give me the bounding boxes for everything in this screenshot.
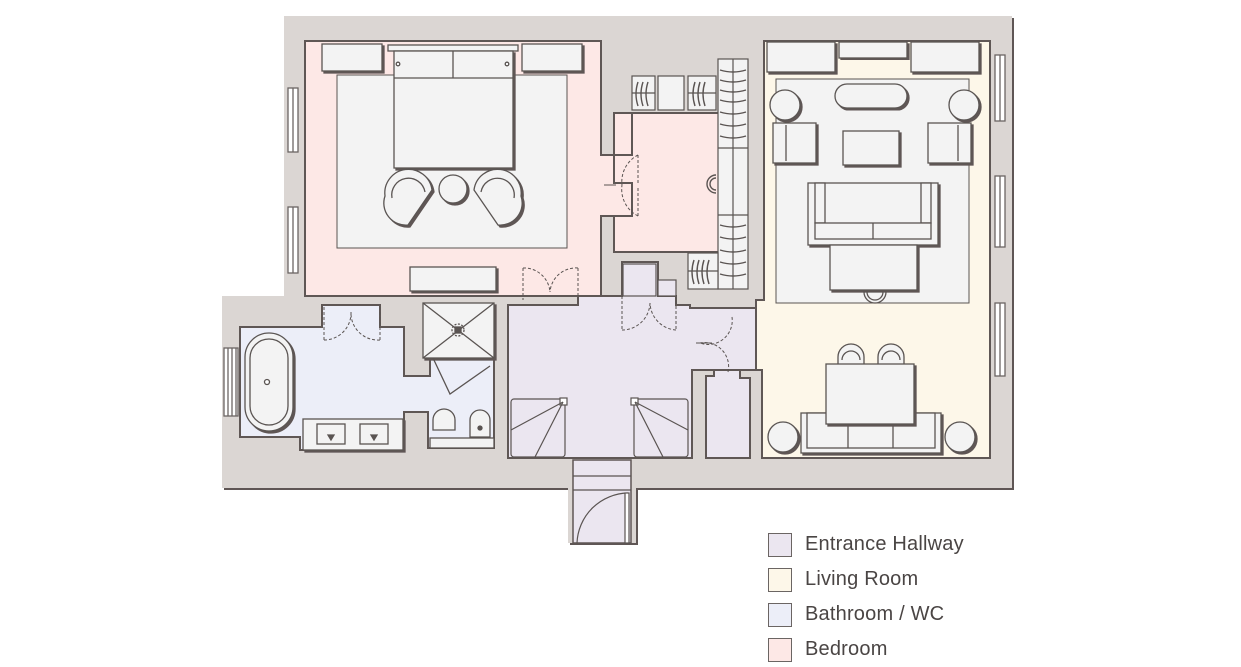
legend: Entrance Hallway Living Room Bathroom / … (768, 527, 964, 667)
side-table-left (769, 89, 801, 121)
headboard (387, 44, 519, 52)
sideboard-right (910, 41, 980, 73)
bidet (469, 409, 491, 438)
bedroom-hall-door (522, 267, 579, 300)
nightstand-left (321, 43, 383, 72)
bathroom-furniture (244, 302, 495, 451)
legend-item-bathroom: Bathroom / WC (768, 597, 964, 632)
hallway-furniture (510, 263, 733, 544)
oval-table (834, 83, 908, 109)
wardrobe-right (633, 398, 689, 458)
bedroom-furniture (321, 43, 583, 292)
legend-item-bedroom: Bedroom (768, 632, 964, 667)
legend-swatch-bedroom (768, 637, 792, 662)
closet-furniture (631, 58, 749, 290)
wardrobe-left (510, 398, 566, 458)
entrance-door-swing (576, 492, 629, 544)
sideboard-center (838, 41, 908, 59)
legend-label: Bedroom (805, 638, 888, 660)
legend-label: Bathroom / WC (805, 603, 945, 625)
legend-label: Entrance Hallway (805, 533, 964, 555)
entrance-corridor-floor (572, 459, 632, 544)
living-room-furniture (766, 41, 980, 454)
dining-table (825, 363, 915, 425)
toilet (432, 408, 456, 431)
legend-label: Living Room (805, 568, 919, 590)
legend-swatch-living (768, 567, 792, 592)
side-table-right (948, 89, 980, 121)
legend-item-living-room: Living Room (768, 562, 964, 597)
nightstand-right (521, 43, 583, 72)
dining-chairs (837, 343, 905, 366)
bench (409, 266, 497, 292)
hallway-floor (507, 261, 757, 459)
windows-left (223, 87, 299, 417)
armchair-left-living (772, 122, 817, 164)
side-table (438, 174, 468, 204)
bedroom-closet-door (604, 154, 639, 217)
hallway-closet-floor (705, 369, 751, 459)
legend-swatch-hallway (768, 532, 792, 557)
coffee-table (842, 130, 900, 166)
legend-item-entrance-hallway: Entrance Hallway (768, 527, 964, 562)
ottoman-living (829, 244, 918, 291)
armchair-right-living (927, 122, 972, 164)
windows-right (994, 54, 1006, 377)
legend-swatch-bathroom (768, 602, 792, 627)
sideboard-left (766, 41, 836, 73)
